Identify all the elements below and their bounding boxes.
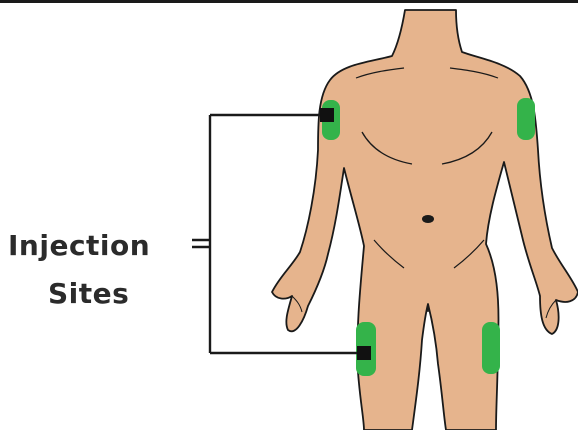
human-body-front-icon <box>272 10 578 430</box>
injection-site-right-thigh <box>482 322 500 374</box>
label-injection: Injection <box>8 230 150 262</box>
injection-site-marker-icon <box>320 108 334 122</box>
label-sites: Sites <box>48 278 129 310</box>
injection-site-right-upper-arm <box>517 98 535 140</box>
injection-site-marker-icon <box>357 346 371 360</box>
navel <box>422 215 434 223</box>
